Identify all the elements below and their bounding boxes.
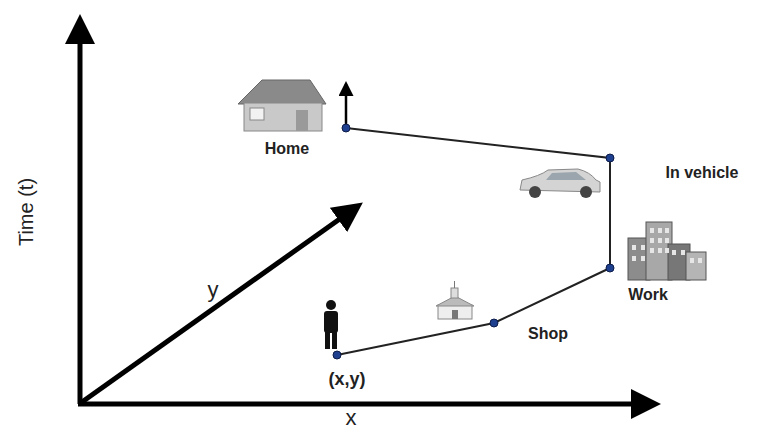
coordinate-label: (x,y)	[328, 370, 365, 390]
shop-icon	[436, 281, 474, 319]
stop-dot	[606, 154, 614, 162]
axis-label: x	[346, 406, 357, 430]
place-label: In vehicle	[666, 164, 739, 182]
axis-title: Time (t)	[15, 178, 37, 246]
time-arrow	[345, 84, 348, 128]
x-axis	[78, 402, 655, 407]
stop-dot	[490, 319, 498, 327]
stop-dot	[333, 351, 341, 359]
home-icon	[238, 80, 326, 131]
axis-label: y	[208, 278, 219, 302]
vehicle-icon	[520, 169, 600, 198]
stop-dot	[342, 124, 350, 132]
space-time-path	[337, 128, 610, 355]
y-axis	[82, 206, 358, 402]
place-label: Home	[265, 140, 309, 158]
place-label: Work	[628, 286, 668, 304]
work-icon	[628, 222, 706, 280]
stop-dots	[333, 124, 614, 359]
person-icon	[324, 300, 338, 349]
time-axis	[78, 20, 83, 404]
place-label: Shop	[528, 325, 568, 343]
stop-dot	[606, 264, 614, 272]
